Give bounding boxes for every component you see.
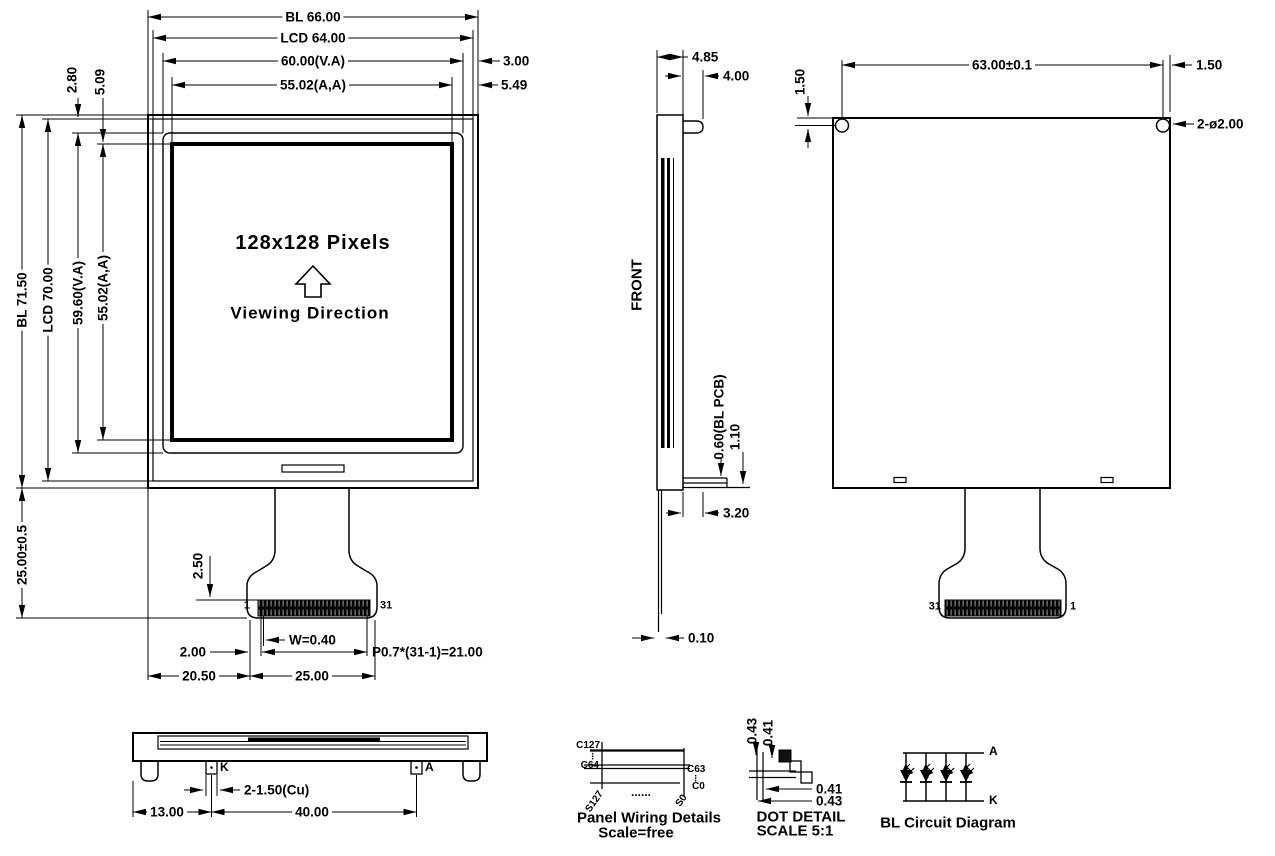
mounting-hole-right xyxy=(1155,118,1171,133)
circuit-anode-label: A xyxy=(989,744,998,758)
cathode-pin xyxy=(205,760,218,775)
dim-hole-diameter: 2-ø2.00 xyxy=(1197,116,1244,132)
bottom-view xyxy=(132,732,488,782)
dot-dim-043-right: 0.43 xyxy=(816,793,843,809)
dim-13: 13.00 xyxy=(147,805,187,819)
front-view xyxy=(147,114,479,619)
wiring-c64: C64 xyxy=(580,760,599,771)
dim-top-280: 2.80 xyxy=(64,66,80,94)
dim-hole-top: 1.50 xyxy=(792,68,808,96)
dot-dim-041-right: 0.41 xyxy=(816,781,843,797)
dim-pitch: P0.7*(31-1)=21.00 xyxy=(372,644,483,660)
side-view xyxy=(656,114,750,632)
dim-pcb-tab: 3.20 xyxy=(723,505,750,521)
front-pin-31: 31 xyxy=(380,599,393,612)
dim-bl-pcb: 0.60(BL PCB) xyxy=(711,374,727,460)
led-symbols xyxy=(900,763,975,783)
screen-resolution-text: 128x128 Pixels xyxy=(235,232,391,254)
cathode-label: K xyxy=(220,760,229,774)
wiring-c127: C127 xyxy=(576,740,600,751)
front-side-label: FRONT xyxy=(628,259,646,311)
dim-panel-thickness: 4.00 xyxy=(723,68,750,84)
dim-40: 40.00 xyxy=(292,805,332,819)
dim-pad-length: 2.50 xyxy=(190,552,206,580)
dim-lcd-width: LCD 64.00 xyxy=(277,31,349,45)
front-view-dimensions xyxy=(16,10,500,680)
bl-circuit-detail xyxy=(900,752,984,802)
wiring-subtitle: Scale=free xyxy=(598,824,674,842)
dim-total-thickness: 4.85 xyxy=(692,49,719,65)
dim-bl-width: BL 66.00 xyxy=(282,10,344,24)
wiring-c63: C63 xyxy=(687,764,706,775)
back-view xyxy=(832,117,1171,619)
dim-pcb: 1.10 xyxy=(727,423,743,451)
wiring-title: Panel Wiring Details xyxy=(576,809,722,827)
dim-aa-width: 55.02(A,A) xyxy=(276,78,350,92)
dim-2500: 25.00 xyxy=(292,669,332,683)
side-view-dimensions xyxy=(632,50,747,642)
dim-va-width: 60.00(V.A) xyxy=(277,54,349,68)
dot-detail xyxy=(749,741,813,805)
dot-detail-title: DOT DETAIL xyxy=(756,808,846,826)
dim-hole-span: 63.00±0.1 xyxy=(969,58,1035,72)
dim-pad-offset: 2.00 xyxy=(179,644,206,660)
anode-label: A xyxy=(425,760,434,774)
wiring-vdots-right: ⋮ xyxy=(691,774,701,783)
dim-va-height: 59.60(V.A) xyxy=(70,257,85,329)
circuit-title: BL Circuit Diagram xyxy=(880,814,1016,832)
back-pin-31: 31 xyxy=(928,600,941,613)
dot-dim-043-top: 0.43 xyxy=(744,717,760,745)
dim-pad-width: W=0.40 xyxy=(289,632,336,648)
viewing-direction-arrow-icon xyxy=(294,264,332,298)
circuit-cathode-label: K xyxy=(989,793,998,807)
dot-detail-subtitle: SCALE 5:1 xyxy=(756,822,834,840)
dim-hole-right: 1.50 xyxy=(1196,57,1223,73)
dim-tail-length: 25.00±0.5 xyxy=(14,522,29,588)
anode-pin xyxy=(410,760,423,775)
mounting-hole-left xyxy=(834,118,850,133)
panel-wiring-detail xyxy=(584,742,690,796)
wiring-dots: ...... xyxy=(630,785,652,799)
dim-edge-549: 5.49 xyxy=(501,77,528,93)
dim-2050: 20.50 xyxy=(179,669,219,683)
wiring-vdots-left: ⋮ xyxy=(588,752,598,761)
dim-top-509: 5.09 xyxy=(92,68,108,96)
dim-fpc-thickness: 0.10 xyxy=(688,630,715,646)
dim-pins-cu: 2-1.50(Cu) xyxy=(244,782,310,798)
dot-dim-041-top: 0.41 xyxy=(760,719,776,747)
dim-bl-height: BL 71.50 xyxy=(14,269,29,331)
wiring-c0: C0 xyxy=(692,781,705,792)
dim-edge-300: 3.00 xyxy=(503,53,530,69)
viewing-direction-text: Viewing Direction xyxy=(230,303,390,323)
front-pin-1: 1 xyxy=(243,599,250,612)
dim-aa-height: 55.02(A,A) xyxy=(95,251,110,325)
back-pin-1: 1 xyxy=(1070,600,1077,613)
dim-lcd-height: LCD 70.00 xyxy=(40,264,55,336)
